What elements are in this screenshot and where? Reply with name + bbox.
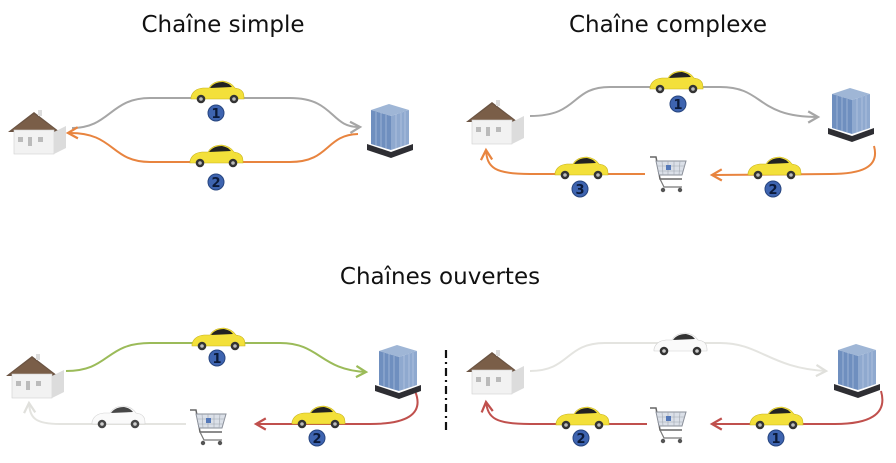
shopping-cart-icon bbox=[649, 156, 687, 193]
trip-badge: 1 bbox=[669, 95, 687, 113]
home-icon bbox=[7, 109, 67, 155]
diagram-chaine-complexe: 1 2 3 bbox=[465, 70, 877, 198]
diagram-chaine-simple: 1 2 bbox=[7, 80, 414, 191]
trip-badge: 2 bbox=[764, 180, 782, 198]
trip-arrow-faded bbox=[529, 342, 829, 378]
home-icon bbox=[465, 99, 525, 145]
title-chaines-ouvertes: Chaînes ouvertes bbox=[339, 264, 541, 290]
trip-arrow-faded bbox=[23, 400, 186, 425]
svg-text:1: 1 bbox=[673, 98, 682, 113]
home-icon bbox=[5, 353, 65, 399]
office-building-icon bbox=[833, 343, 881, 399]
trip-arrow-2 bbox=[709, 145, 877, 182]
trip-arrow-1 bbox=[529, 86, 821, 124]
trip-badge: 1 bbox=[767, 429, 785, 447]
car-icon bbox=[747, 156, 802, 180]
car-icon bbox=[649, 70, 704, 94]
svg-text:3: 3 bbox=[575, 183, 584, 198]
svg-text:2: 2 bbox=[768, 183, 777, 198]
title-chaine-simple: Chaîne simple bbox=[141, 12, 305, 38]
svg-text:1: 1 bbox=[212, 352, 221, 367]
car-icon bbox=[749, 406, 804, 430]
title-chaine-complexe: Chaîne complexe bbox=[568, 12, 768, 38]
svg-text:2: 2 bbox=[312, 432, 321, 447]
trip-badge: 2 bbox=[572, 429, 590, 447]
trip-arrow-1 bbox=[709, 390, 884, 431]
car-icon bbox=[191, 327, 246, 351]
svg-text:1: 1 bbox=[211, 107, 220, 122]
trip-badge: 1 bbox=[208, 349, 226, 367]
shopping-cart-icon bbox=[189, 409, 227, 446]
diagram-chaine-ouverte-a: 1 2 bbox=[5, 327, 422, 447]
trip-arrow-2 bbox=[480, 399, 647, 425]
trip-badge: 2 bbox=[207, 173, 225, 191]
car-icon bbox=[554, 156, 609, 180]
trip-badge: 1 bbox=[207, 104, 225, 122]
svg-text:1: 1 bbox=[771, 432, 780, 447]
svg-text:2: 2 bbox=[211, 176, 220, 191]
home-icon bbox=[465, 349, 525, 395]
car-icon bbox=[190, 80, 245, 104]
car-inactive-icon bbox=[653, 332, 708, 356]
trip-badge: 3 bbox=[571, 180, 589, 198]
trip-badge: 2 bbox=[308, 429, 326, 447]
car-icon bbox=[555, 406, 610, 430]
shopping-cart-icon bbox=[649, 407, 687, 444]
diagram-chaine-ouverte-b: 1 2 bbox=[465, 332, 884, 447]
trip-arrow-3 bbox=[479, 147, 645, 175]
trip-arrow-2 bbox=[253, 390, 419, 431]
office-building-icon bbox=[827, 87, 875, 143]
office-building-icon bbox=[366, 103, 414, 159]
office-building-icon bbox=[374, 344, 422, 400]
car-icon bbox=[189, 144, 244, 168]
svg-text:2: 2 bbox=[576, 432, 585, 447]
